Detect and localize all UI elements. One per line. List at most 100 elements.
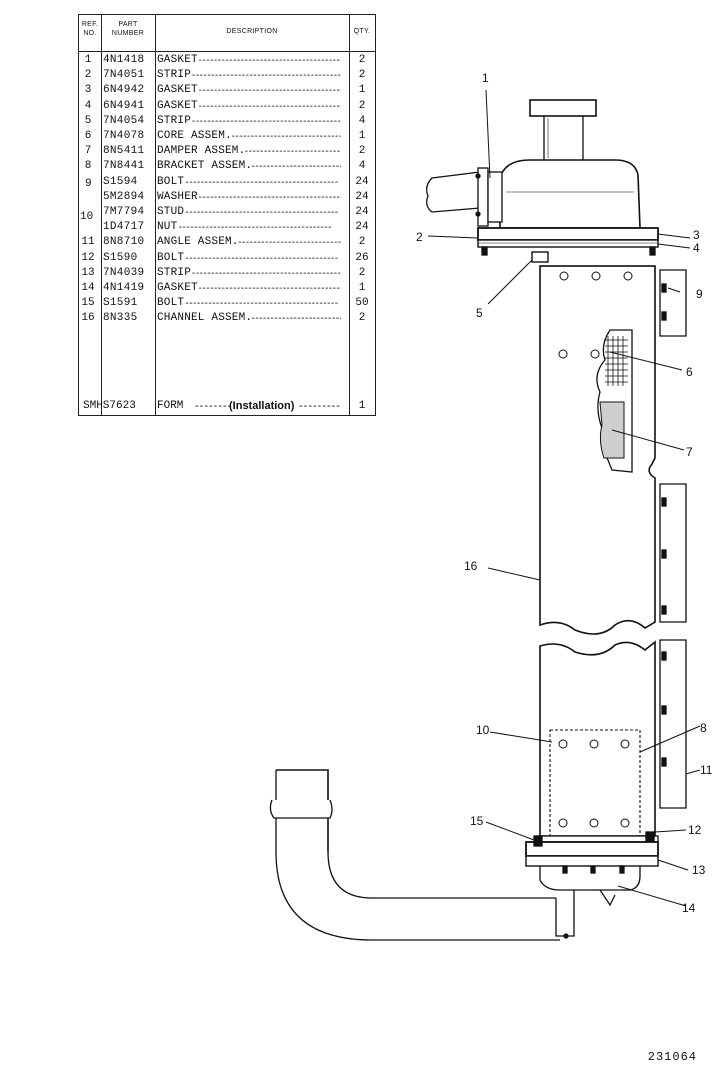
leader-lines bbox=[427, 89, 701, 907]
cell-part-number: 5M2894 bbox=[103, 190, 145, 203]
cell-part-number: 6N4941 bbox=[103, 99, 145, 112]
cell-description: BRACKET ASSEM. bbox=[157, 160, 253, 173]
cell-part-number: 7N8441 bbox=[103, 160, 145, 173]
callout-5: 5 bbox=[476, 306, 483, 320]
group-ref-10: 10 bbox=[80, 211, 94, 223]
callout-4: 4 bbox=[693, 241, 700, 255]
callout-11: 11 bbox=[700, 763, 713, 777]
cell-qty: 50 bbox=[355, 297, 369, 310]
dot-leader: ---------------------------------------- bbox=[185, 176, 339, 188]
form-number: SMHS7623 bbox=[83, 400, 136, 412]
cell-ref-no: 8 bbox=[84, 160, 92, 173]
table-row: 1D4717 NUT 24 -----------------------------… bbox=[79, 220, 375, 235]
callout-7: 7 bbox=[686, 445, 693, 459]
cell-qty: 24 bbox=[355, 206, 369, 218]
cell-part-number: S1594 bbox=[103, 175, 138, 188]
cell-qty: 1 bbox=[358, 130, 366, 142]
dot-leader: ---------------------------------------- bbox=[238, 237, 341, 249]
dot-leader: ---------------------------------------- bbox=[185, 252, 339, 264]
top-outlet-pipe bbox=[529, 99, 597, 160]
header-qty: QTY. bbox=[353, 28, 371, 35]
cell-qty: 2 bbox=[358, 236, 366, 249]
cell-description: STRIP bbox=[157, 114, 192, 127]
cell-qty: 1 bbox=[358, 84, 366, 97]
core-mesh bbox=[605, 336, 628, 386]
cell-ref-no: 16 bbox=[81, 312, 95, 325]
top-tank bbox=[499, 159, 641, 229]
cell-description: CHANNEL ASSEM. bbox=[157, 312, 253, 325]
cell-qty: 4 bbox=[358, 160, 366, 173]
cell-description: GASKET bbox=[157, 84, 198, 97]
dot-leader: ---------------------------------------- bbox=[198, 85, 341, 97]
dot-leader: ---------------------------------------- bbox=[231, 131, 341, 142]
cell-qty: 24 bbox=[355, 175, 369, 188]
cell-part-number: 7N4039 bbox=[103, 266, 145, 279]
callout-2: 2 bbox=[416, 230, 423, 244]
table-column-divider bbox=[101, 15, 102, 415]
cell-qty: 24 bbox=[355, 221, 369, 234]
table-row: 8 7N8441 BRACKET ASSEM. 4 ------------------… bbox=[79, 159, 375, 174]
dot-leader: ---------------------------------------- bbox=[178, 222, 332, 234]
cell-part-number: 8N8710 bbox=[103, 236, 145, 249]
cell-description: ANGLE ASSEM. bbox=[157, 236, 239, 249]
dot-leader: ---------------------------------------- bbox=[192, 267, 341, 279]
cell-qty: 4 bbox=[358, 114, 366, 127]
header-part-number: PART NUMBER bbox=[111, 21, 145, 37]
callout-16: 16 bbox=[464, 559, 478, 573]
cell-ref-no: 7 bbox=[84, 145, 92, 158]
dot-leader: ---------------------------------------- bbox=[198, 100, 341, 112]
upper-core-section bbox=[539, 265, 687, 635]
cell-ref-no: 6 bbox=[84, 130, 92, 142]
cell-ref-no: 2 bbox=[84, 69, 92, 82]
cell-ref-no: 11 bbox=[81, 236, 95, 249]
dot-leader: ---------------------------------------- bbox=[185, 207, 339, 218]
dot-leader: ---------------------------------------- bbox=[198, 283, 341, 294]
cell-description: BOLT bbox=[157, 251, 185, 264]
cell-qty: 2 bbox=[358, 312, 366, 325]
cell-ref-no: 14 bbox=[81, 282, 95, 294]
dot-leader: ---------------------------------------- bbox=[251, 161, 341, 173]
dot-leader: ---------------------------------------- bbox=[198, 191, 341, 203]
header-description: DESCRIPTION bbox=[226, 28, 278, 35]
bottom-flange bbox=[525, 831, 659, 891]
dot-leader: ---------------------------------------- bbox=[251, 313, 341, 325]
cell-part-number: 1D4717 bbox=[103, 221, 145, 234]
callout-6: 6 bbox=[686, 365, 693, 379]
dot-leader: ---------------------------------------- bbox=[185, 298, 339, 310]
form-installation-note: (Installation) bbox=[229, 400, 295, 412]
cell-ref-no: 15 bbox=[81, 297, 95, 310]
table-column-divider bbox=[349, 15, 350, 415]
table-column-divider bbox=[155, 15, 156, 415]
cell-ref-no: 12 bbox=[81, 251, 95, 264]
cell-description: STRIP bbox=[157, 266, 192, 279]
cell-part-number: 7N4051 bbox=[103, 69, 145, 82]
cell-description: NUT bbox=[157, 221, 178, 234]
side-inlet-pipe bbox=[426, 167, 503, 227]
cell-part-number: 7M7794 bbox=[103, 206, 145, 218]
form-row: SMHS7623 FORM -------- (Installation) --… bbox=[79, 399, 375, 414]
callout-13: 13 bbox=[692, 863, 706, 877]
cell-description: BOLT bbox=[157, 297, 185, 310]
cell-part-number: 4N1419 bbox=[103, 282, 145, 294]
callout-9: 9 bbox=[696, 287, 703, 301]
cell-description: WASHER bbox=[157, 190, 198, 203]
cell-description: GASKET bbox=[157, 54, 198, 66]
cell-qty: 2 bbox=[358, 99, 366, 112]
table-row: 11 8N8710 ANGLE ASSEM. 2 -------------------… bbox=[79, 235, 375, 250]
cell-qty: 2 bbox=[358, 69, 366, 82]
cell-qty: 1 bbox=[358, 282, 366, 294]
cell-qty: 2 bbox=[358, 266, 366, 279]
dot-leader: ---------------------------------------- bbox=[198, 55, 341, 66]
